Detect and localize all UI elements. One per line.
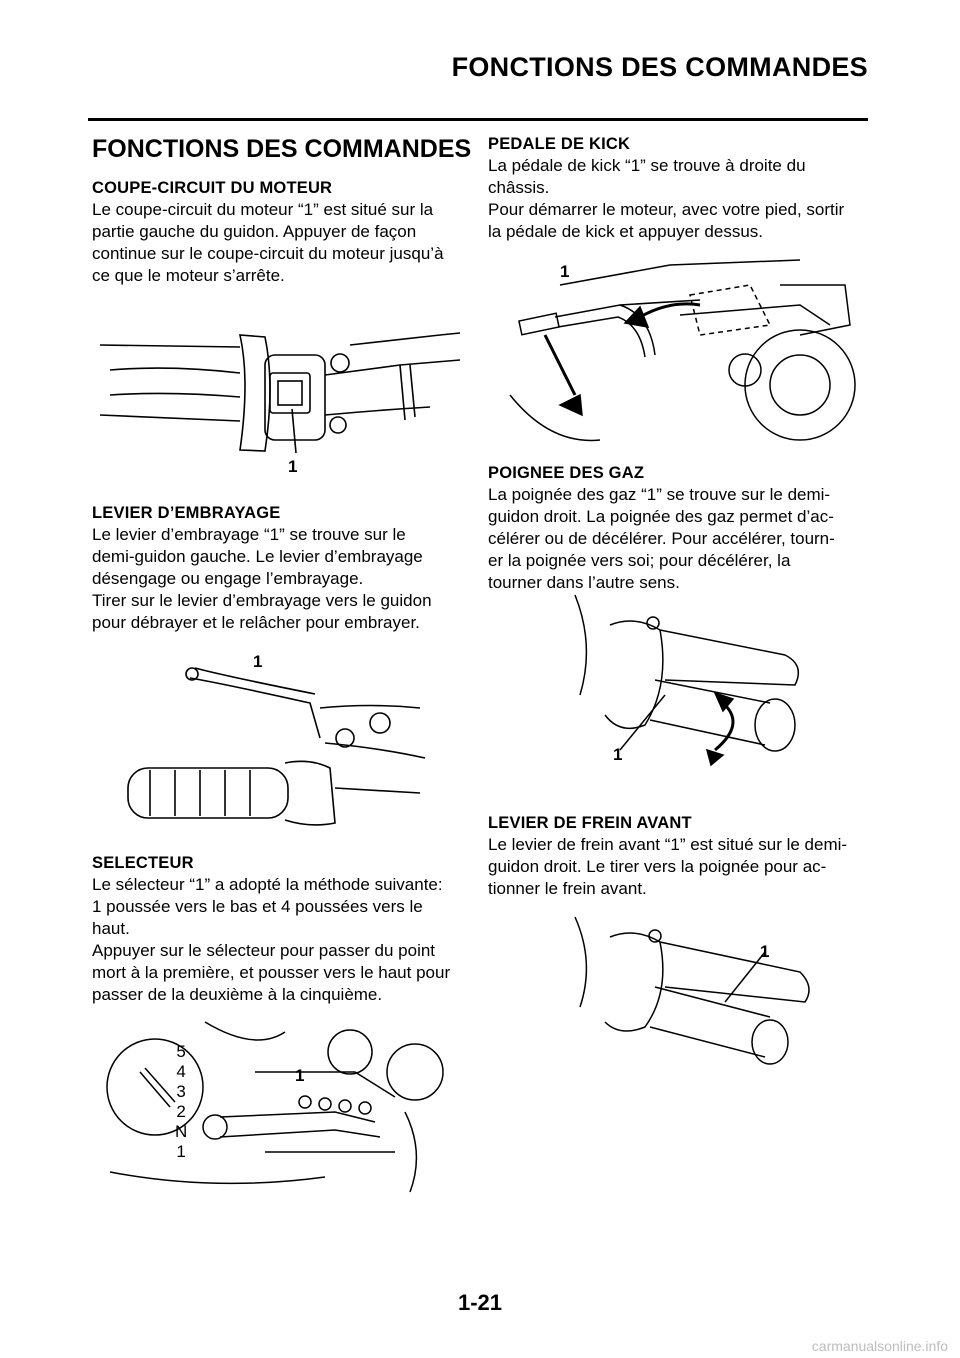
- section-coupe-circuit: COUPE-CIRCUIT DU MOTEUR Le coupe-circuit…: [92, 177, 464, 287]
- body-line: demi-guidon gauche. Le levier d’embrayag…: [92, 547, 423, 566]
- body-line: guidon droit. Le tirer vers la poignée p…: [488, 857, 827, 876]
- body-line: Le coupe-circuit du moteur “1” est situé…: [92, 200, 434, 219]
- body-line: pour débrayer et le relâcher pour embray…: [92, 613, 420, 632]
- figure-kill-switch: 1: [100, 325, 460, 485]
- gear-label: 1: [176, 1142, 186, 1161]
- body-line: La pédale de kick “1” se trouve à droite…: [488, 156, 806, 175]
- body-line: Le levier d’embrayage “1” se trouve sur …: [92, 525, 406, 544]
- section-body: La pédale de kick “1” se trouve à droite…: [488, 155, 860, 243]
- body-line: Le sélecteur “1” a adopté la méthode sui…: [92, 875, 443, 894]
- body-line: Tirer sur le levier d’embrayage vers le …: [92, 591, 432, 610]
- body-line: mort à la première, et pousser vers le h…: [92, 963, 451, 982]
- body-line: Appuyer sur le sélecteur pour passer du …: [92, 941, 436, 960]
- body-line: er la poignée vers soi; pour décélérer, …: [488, 551, 791, 570]
- section-title: PEDALE DE KICK: [488, 135, 631, 153]
- gear-label: 4: [176, 1062, 186, 1081]
- section-levier-embrayage: LEVIER D’EMBRAYAGE Le levier d’embrayage…: [92, 502, 464, 634]
- body-line: 1 poussée vers le bas et 4 poussées vers…: [92, 897, 423, 916]
- body-line: célérer ou de décélérer. Pour accélérer,…: [488, 529, 835, 548]
- gear-label: N: [175, 1122, 188, 1141]
- body-line: Le levier de frein avant “1” est situé s…: [488, 835, 848, 854]
- main-title: FONCTIONS DES COMMANDES: [92, 135, 472, 163]
- body-line: passer de la deuxième à la cinquième.: [92, 985, 383, 1004]
- gear-sequence: 5 4 3 2 N 1: [175, 1042, 187, 1162]
- gear-label: 2: [176, 1102, 186, 1121]
- figure-callout: 1: [560, 262, 570, 281]
- section-body: Le sélecteur “1” a adopté la méthode sui…: [92, 874, 464, 1006]
- figure-shift-pedal: 5 4 3 2 N 1 1: [95, 1012, 455, 1197]
- page-number: 1-21: [457, 1290, 503, 1315]
- gear-label: 3: [176, 1082, 186, 1101]
- section-selecteur: SELECTEUR Le sélecteur “1” a adopté la m…: [92, 852, 464, 1006]
- watermark: carmanualsonline.info: [811, 1338, 948, 1354]
- section-title: LEVIER D’EMBRAYAGE: [92, 504, 281, 522]
- body-line: continue sur le coupe-circuit du moteur …: [92, 244, 444, 263]
- figure-callout: 1: [288, 457, 298, 476]
- figure-callout: 1: [253, 652, 263, 671]
- section-title: COUPE-CIRCUIT DU MOTEUR: [92, 179, 333, 197]
- figure-callout: 1: [613, 745, 623, 764]
- section-body: Le coupe-circuit du moteur “1” est situé…: [92, 199, 464, 287]
- section-levier-frein-avant: LEVIER DE FREIN AVANT Le levier de frein…: [488, 812, 860, 900]
- section-title: SELECTEUR: [92, 854, 194, 872]
- body-line: châssis.: [488, 178, 550, 197]
- gear-label: 5: [176, 1042, 186, 1061]
- body-line: haut.: [92, 919, 130, 938]
- body-line: la pédale de kick et appuyer dessus.: [488, 222, 764, 241]
- figure-throttle-grip: 1: [565, 585, 830, 785]
- figure-callout: 1: [295, 1066, 305, 1085]
- section-body: Le levier de frein avant “1” est situé s…: [488, 834, 860, 900]
- figure-front-brake-lever: 1: [565, 912, 830, 1072]
- body-line: tourner dans l’autre sens.: [488, 573, 680, 592]
- figure-clutch-lever: 1: [120, 648, 430, 838]
- section-title: POIGNEE DES GAZ: [488, 464, 645, 482]
- section-body: La poignée des gaz “1” se trouve sur le …: [488, 484, 860, 594]
- header-rule: [88, 118, 868, 121]
- figure-kick-pedal: 1: [500, 245, 860, 450]
- body-line: guidon droit. La poignée des gaz permet …: [488, 507, 834, 526]
- section-pedale-kick: PEDALE DE KICK La pédale de kick “1” se …: [488, 133, 860, 243]
- section-title: LEVIER DE FREIN AVANT: [488, 814, 692, 832]
- page-header-title: FONCTIONS DES COMMANDES: [451, 52, 868, 82]
- figure-callout: 1: [760, 942, 770, 961]
- body-line: La poignée des gaz “1” se trouve sur le …: [488, 485, 831, 504]
- body-line: désengage ou engage l’embrayage.: [92, 569, 364, 588]
- body-line: partie gauche du guidon. Appuyer de faço…: [92, 222, 417, 241]
- section-body: Le levier d’embrayage “1” se trouve sur …: [92, 524, 464, 634]
- body-line: tionner le frein avant.: [488, 879, 647, 898]
- body-line: Pour démarrer le moteur, avec votre pied…: [488, 200, 845, 219]
- section-poignee-gaz: POIGNEE DES GAZ La poignée des gaz “1” s…: [488, 462, 860, 594]
- body-line: ce que le moteur s’arrête.: [92, 266, 285, 285]
